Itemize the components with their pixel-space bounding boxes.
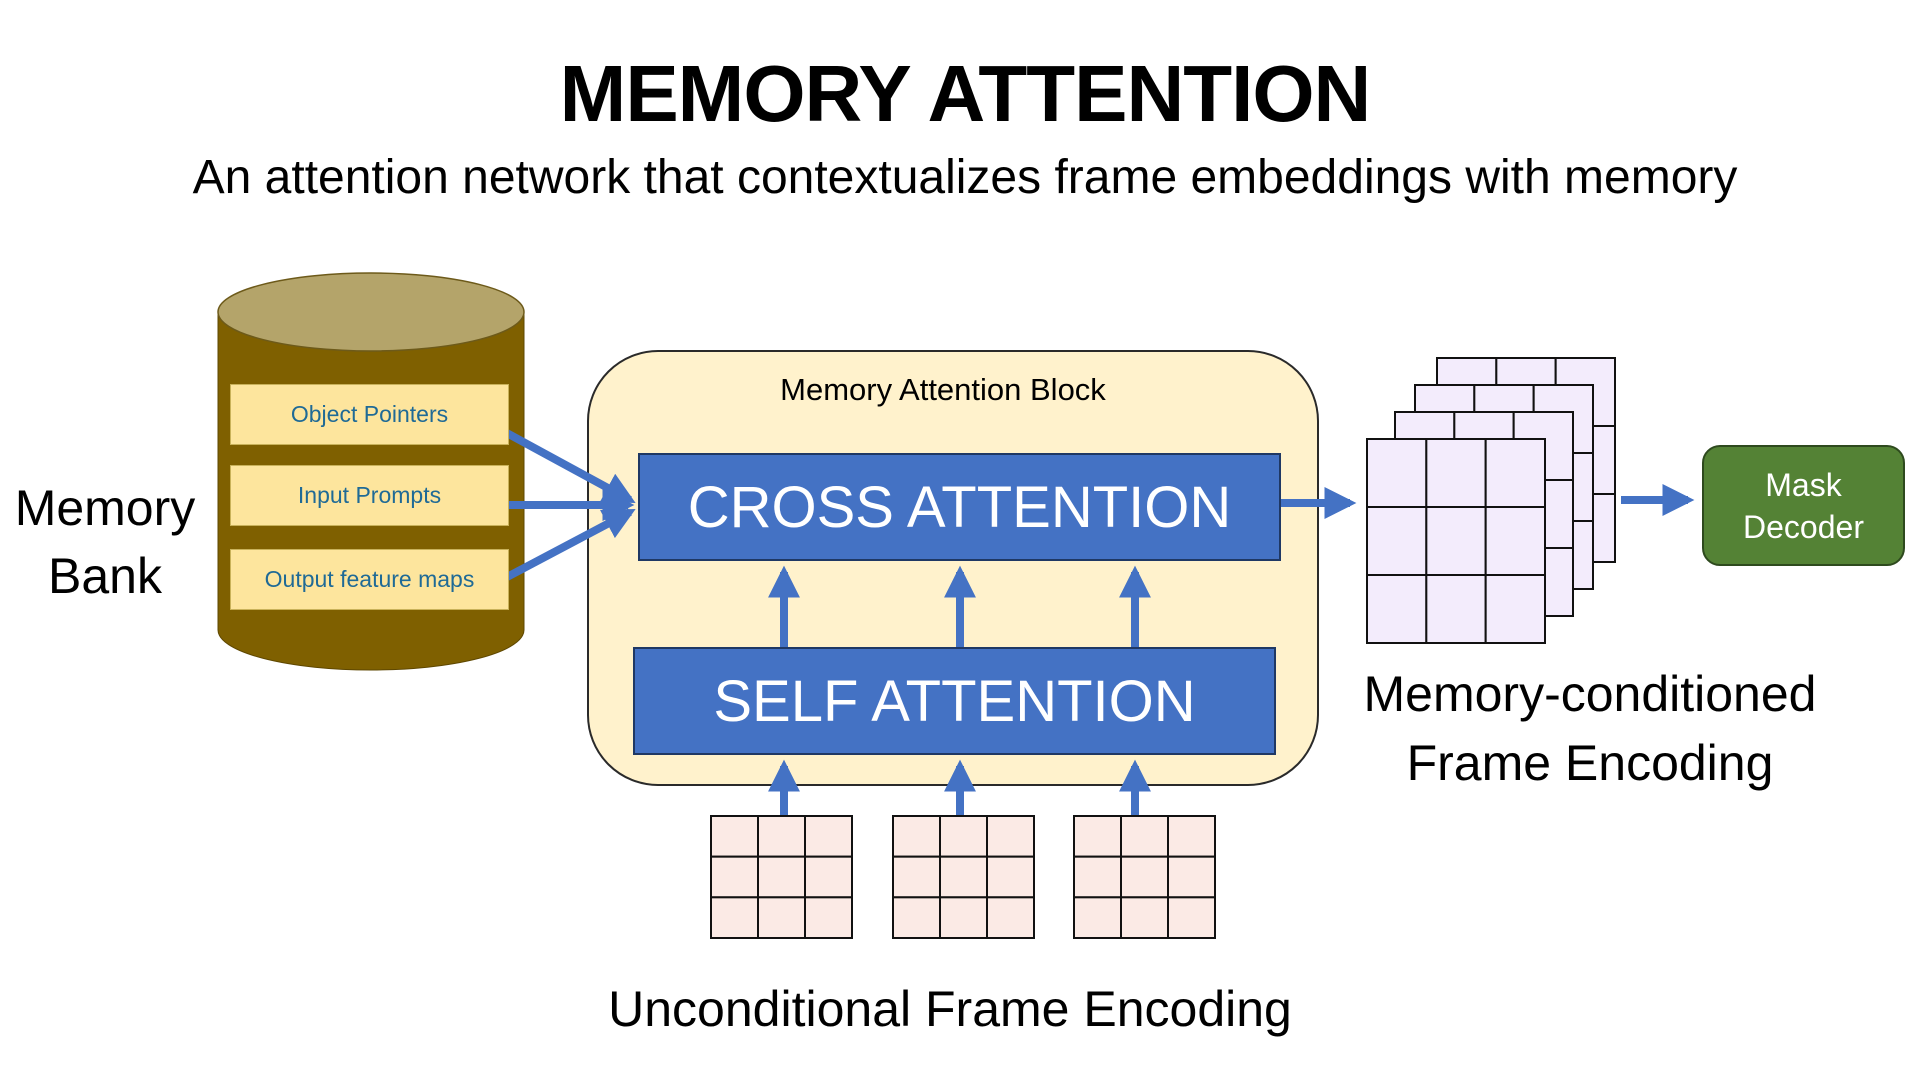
grid-cell: [710, 896, 759, 939]
grid-cell: [804, 855, 853, 899]
grid-cell: [892, 855, 941, 899]
grid-cell: [892, 896, 941, 939]
grid-cell: [1167, 815, 1216, 858]
cylinder-top: [217, 272, 525, 352]
input-frame-grid: [710, 815, 853, 939]
bank-item-input-prompts: Input Prompts: [230, 465, 509, 526]
memory-attention-block-label: Memory Attention Block: [780, 372, 1106, 407]
grid-cell: [1120, 855, 1169, 899]
grid-cell: [1366, 506, 1428, 576]
unconditional-frame-grids: [710, 815, 1216, 939]
input-to-self-arrows: [768, 759, 1151, 816]
memory-to-cross-arrows: [490, 421, 636, 589]
grid-cell: [1073, 855, 1122, 899]
arrow-output-feature-maps: [490, 508, 636, 589]
grid-cell: [804, 815, 853, 858]
grid-cell: [757, 855, 806, 899]
grid-cell: [1073, 815, 1122, 858]
grid-cell: [1167, 855, 1216, 899]
memory-bank-label-line1: Memory: [14, 480, 196, 536]
grid-cell: [1366, 438, 1428, 508]
grid-cell: [1073, 896, 1122, 939]
grid-cell: [939, 815, 988, 858]
mask-decoder-line2: Decoder: [1743, 508, 1864, 545]
memory-bank-label: Memory Bank: [0, 474, 210, 610]
grid-cell: [1366, 574, 1428, 644]
grid-cell: [1120, 815, 1169, 858]
output-label-line1: Memory-conditioned: [1363, 666, 1817, 722]
input-frame-grid: [1073, 815, 1216, 939]
mask-decoder-line1: Mask: [1765, 466, 1842, 503]
unconditional-frame-encoding-label: Unconditional Frame Encoding: [608, 981, 1292, 1037]
grid-cell: [804, 896, 853, 939]
grid-cell: [1120, 896, 1169, 939]
grid-cell: [1425, 438, 1487, 508]
grid-cell: [892, 815, 941, 858]
grid-cell: [1425, 506, 1487, 576]
memory-conditioned-frame-encoding-label: Memory-conditioned Frame Encoding: [1330, 660, 1850, 798]
grid-cell: [757, 815, 806, 858]
grid-cell: [939, 896, 988, 939]
grid-cell: [710, 815, 759, 858]
grid-cell: [1484, 506, 1546, 576]
grid-cell: [986, 855, 1035, 899]
arrow-object-pointers: [490, 421, 636, 504]
bank-item-object-pointers: Object Pointers: [230, 384, 509, 445]
grid-cell: [1484, 438, 1546, 508]
memory-conditioned-frame-stack: [1366, 357, 1616, 644]
input-frame-grid: [892, 815, 1035, 939]
cross-attention-box: CROSS ATTENTION: [638, 453, 1281, 561]
grid-cell: [1484, 574, 1546, 644]
page-title: MEMORY ATTENTION: [559, 49, 1372, 138]
self-to-cross-arrows: [768, 565, 1151, 648]
output-frame-grid-front: [1366, 438, 1546, 644]
grid-cell: [986, 896, 1035, 939]
mask-decoder-box: Mask Decoder: [1702, 445, 1905, 566]
grid-cell: [1167, 896, 1216, 939]
grid-cell: [986, 815, 1035, 858]
page-subtitle: An attention network that contextualizes…: [192, 151, 1738, 204]
grid-cell: [710, 855, 759, 899]
grid-cell: [1425, 574, 1487, 644]
memory-bank-label-line2: Bank: [48, 548, 162, 604]
grid-cell: [939, 855, 988, 899]
self-attention-box: SELF ATTENTION: [633, 647, 1276, 755]
output-label-line2: Frame Encoding: [1406, 735, 1774, 791]
bank-item-output-feature-maps: Output feature maps: [230, 549, 509, 610]
grid-cell: [757, 896, 806, 939]
